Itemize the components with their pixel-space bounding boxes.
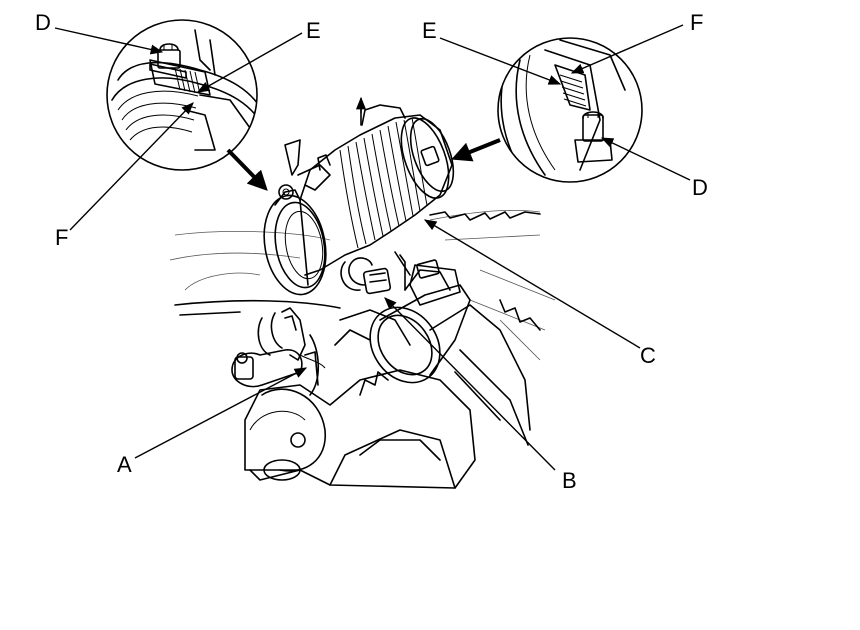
detail-right-arrow (451, 138, 501, 162)
label-d-right: D (692, 175, 708, 200)
label-f-right: F (690, 10, 703, 35)
detail-circle-left (106, 19, 258, 171)
detail-left-arrow (226, 148, 268, 191)
label-b: B (562, 468, 577, 493)
detail-circle-right (497, 37, 643, 183)
engine-background (169, 210, 556, 489)
maf-sensor (340, 251, 471, 384)
label-c: C (640, 343, 656, 368)
label-e-right: E (422, 18, 437, 43)
leader-lines (54, 24, 691, 471)
throttle-body (231, 307, 326, 396)
label-d-left: D (35, 10, 51, 35)
label-e-left: E (306, 18, 321, 43)
label-a: A (117, 452, 132, 477)
label-f-left: F (55, 225, 68, 250)
intake-duct (263, 96, 455, 296)
